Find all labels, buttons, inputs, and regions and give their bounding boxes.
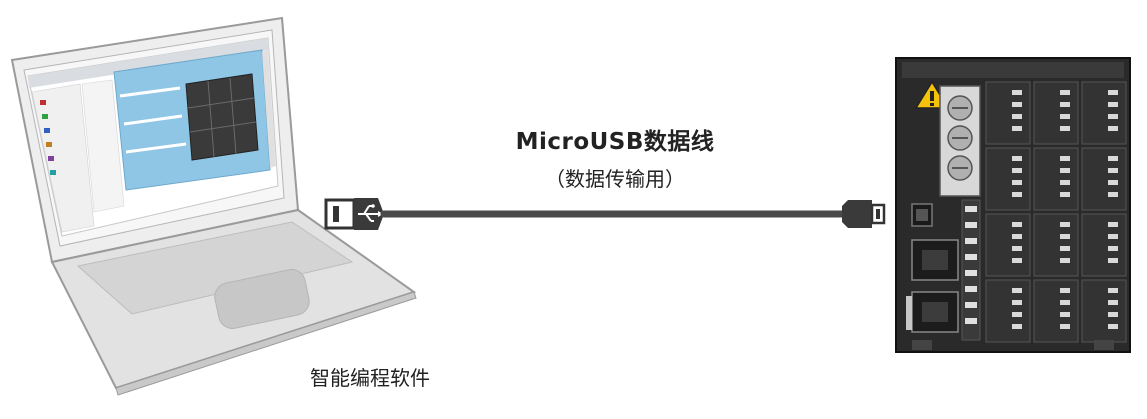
cable-title: MicroUSB数据线 xyxy=(515,129,715,155)
tree-item-marker xyxy=(42,114,48,119)
io-module xyxy=(985,279,1031,343)
tree-item-marker xyxy=(50,170,56,175)
software-property-panel xyxy=(262,50,276,168)
tree-item-marker xyxy=(48,156,54,161)
laptop-keyboard xyxy=(76,221,354,315)
device-usb-port-inner xyxy=(916,209,928,221)
mounting-tab xyxy=(1094,340,1114,350)
laptop xyxy=(10,16,417,396)
io-module xyxy=(1081,147,1127,211)
workspace-bar xyxy=(123,114,183,126)
io-module xyxy=(1081,279,1127,343)
micro-usb-housing xyxy=(842,200,872,228)
io-module xyxy=(985,213,1031,277)
io-module xyxy=(1033,81,1079,145)
ethernet-latch xyxy=(906,296,912,330)
workspace-bar xyxy=(119,86,181,98)
io-module xyxy=(1081,213,1127,277)
laptop-front-edge xyxy=(115,291,417,396)
controller-top-ridge xyxy=(902,62,1124,78)
ethernet-port-1-socket xyxy=(922,250,948,270)
software-tree-panel xyxy=(31,83,95,233)
io-module xyxy=(1033,213,1079,277)
usb-icon xyxy=(358,204,383,222)
tree-item-marker xyxy=(44,128,50,133)
warning-icon-dot xyxy=(930,103,934,106)
ethernet-port-2-socket xyxy=(922,302,948,322)
io-terminal-column-left xyxy=(961,199,981,341)
io-module xyxy=(1033,147,1079,211)
controller-device xyxy=(895,57,1131,353)
usb-a-metal-shell xyxy=(324,198,356,230)
warning-icon-mark xyxy=(930,91,934,101)
micro-usb-contact xyxy=(876,209,880,219)
io-module xyxy=(985,147,1031,211)
io-module xyxy=(1081,81,1127,145)
workspace-module-grid xyxy=(187,77,257,158)
laptop-caption: 智能编程软件 xyxy=(310,366,430,390)
laptop-touchpad xyxy=(214,269,310,329)
usb-a-plug xyxy=(324,198,384,230)
io-terminal-contacts xyxy=(1012,90,1118,329)
workspace-bar xyxy=(125,142,187,154)
tree-item-marker xyxy=(40,100,46,105)
cable-subtitle: （数据传输用） xyxy=(545,167,685,191)
io-module xyxy=(1033,279,1079,343)
workspace-module-image xyxy=(185,73,259,161)
software-toolbar xyxy=(28,38,269,88)
tree-item-marker xyxy=(46,142,52,147)
mounting-tab xyxy=(912,340,932,350)
software-list-panel xyxy=(81,79,125,213)
io-module xyxy=(985,81,1031,145)
usb-a-contact xyxy=(333,206,339,222)
io-module-grid xyxy=(985,81,1127,343)
micro-usb-plug xyxy=(842,200,886,228)
